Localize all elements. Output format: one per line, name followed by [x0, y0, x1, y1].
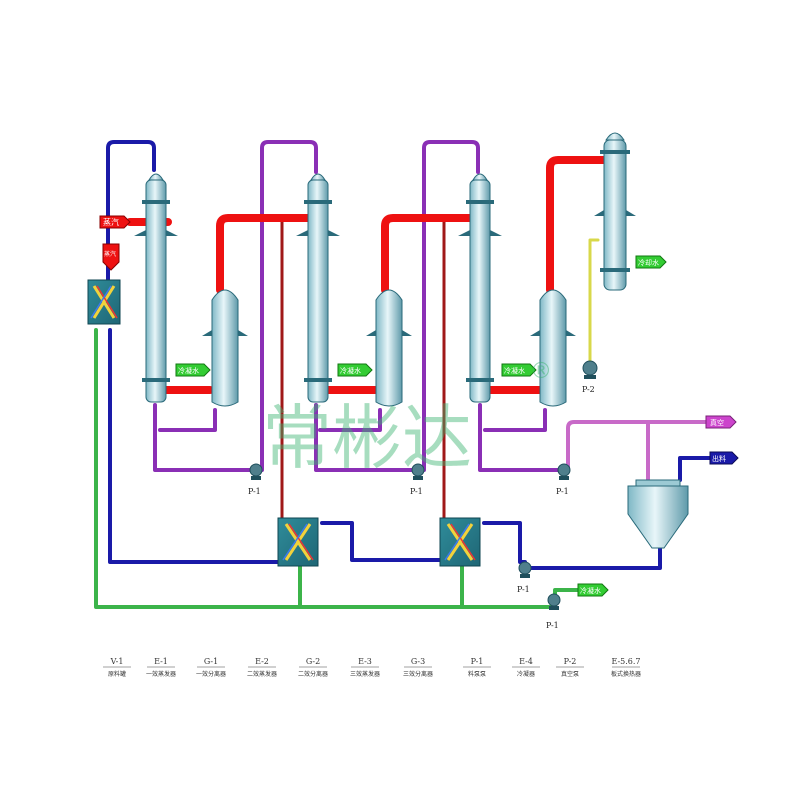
separator-g1 — [202, 289, 248, 407]
evaporator-e3 — [458, 173, 502, 403]
heat-exchanger-2 — [277, 517, 319, 567]
tag-steam-in: 蒸汽 — [99, 215, 131, 229]
legend-code: E-2 — [255, 657, 269, 666]
legend-code: E-1 — [154, 657, 168, 666]
legend-code: P-2 — [564, 657, 577, 666]
evaporator-e1 — [134, 173, 178, 403]
feed-pipe-mid — [320, 521, 444, 562]
evaporator-e2 — [296, 173, 340, 403]
pump-label: P-1 — [517, 585, 530, 594]
legend-name: 一效蒸发器 — [146, 670, 176, 678]
heat-exchanger-3 — [439, 517, 481, 567]
recirc-pipe-1 — [153, 403, 252, 472]
pump-label: P-1 — [556, 487, 569, 496]
tag-condensate-2: 冷凝水 — [337, 363, 373, 377]
steam-pipe-3 — [381, 214, 476, 294]
condenser-e4 — [594, 132, 636, 291]
watermark: 常彬达 — [262, 397, 472, 479]
legend-name: 二效蒸发器 — [247, 670, 277, 678]
feed-pipe-right — [482, 521, 527, 564]
legend-name: 二效分离器 — [298, 670, 328, 678]
tag-feed-out: 出料 — [709, 451, 739, 465]
legend-code: P-1 — [471, 657, 484, 666]
legend-name: 三效分离器 — [403, 670, 433, 678]
legend-name: 板式换热器 — [611, 670, 641, 678]
feed-pipe-top — [106, 140, 156, 282]
svg-text:蒸汽: 蒸汽 — [103, 217, 119, 227]
svg-text:蒸汽: 蒸汽 — [104, 250, 116, 258]
tag-vacuum: 真空 — [705, 415, 737, 429]
recirc-pipe-2 — [260, 140, 318, 472]
vac-pump-pipe — [588, 238, 600, 362]
legend-code: E-4 — [519, 657, 533, 666]
legend-name: 冷凝器 — [517, 670, 535, 678]
product-tank — [627, 479, 689, 549]
legend-code: G-1 — [204, 657, 218, 666]
svg-text:出料: 出料 — [712, 454, 726, 463]
recirc-pipe-2b — [314, 403, 414, 472]
legend-name: 一效分离器 — [196, 670, 226, 678]
tag-product-out: 冷凝水 — [577, 583, 609, 597]
steam-pipe-4 — [546, 156, 608, 294]
tag-condensate-3: 冷凝水 — [501, 363, 537, 377]
pump-label: P-1 — [410, 487, 423, 496]
svg-text:真空: 真空 — [710, 418, 724, 427]
registered-mark: ® — [530, 359, 552, 384]
legend-name: 原料罐 — [108, 670, 126, 678]
recirc-pipe-2c — [318, 408, 382, 432]
legend-name: 真空泵 — [561, 670, 579, 678]
separator-g3 — [530, 289, 576, 407]
recirc-pipe-3 — [422, 140, 480, 472]
pipe-network — [94, 140, 714, 609]
legend-code: G-2 — [306, 657, 320, 666]
legend-code: E-3 — [358, 657, 372, 666]
legend-code: G-3 — [411, 657, 425, 666]
legend-code: V-1 — [110, 657, 124, 666]
svg-text:冷却水: 冷却水 — [638, 258, 659, 267]
legend-code: E-5.6.7 — [611, 657, 640, 666]
tag-condensate-1: 冷凝水 — [175, 363, 211, 377]
pump-icon — [249, 360, 598, 610]
svg-text:冷凝水: 冷凝水 — [504, 366, 525, 375]
tag-cooling: 冷却水 — [635, 255, 667, 269]
steam-pipe-2 — [216, 214, 314, 294]
feed-pipe-tank — [528, 546, 662, 570]
svg-text:冷凝水: 冷凝水 — [178, 366, 199, 375]
legend-name: 料泵泵 — [468, 670, 486, 678]
heat-exchanger-1 — [87, 279, 121, 325]
tag-steam-sub: 蒸汽 — [102, 243, 120, 271]
feed-pipe-main — [108, 328, 282, 564]
pump-label: P-1 — [546, 621, 559, 630]
svg-text:冷凝水: 冷凝水 — [580, 586, 601, 595]
vacuum-pipe — [566, 420, 712, 472]
recirc-pipe-3c — [483, 408, 547, 432]
separator-g2 — [366, 289, 412, 407]
pump-label: P-1 — [248, 487, 261, 496]
svg-text:冷凝水: 冷凝水 — [340, 366, 361, 375]
pump-label: P-2 — [582, 385, 595, 394]
recirc-pipe-3b — [478, 403, 562, 472]
recirc-pipe-1b — [158, 408, 217, 432]
equipment-legend: V-1 原料罐 E-1 一效蒸发器 G-1 一效分离器 E-2 二效蒸发器 G-2 二效分离器 E-… — [103, 657, 641, 678]
legend-name: 三效蒸发器 — [350, 670, 380, 678]
feed-pipe-vac — [678, 456, 714, 482]
